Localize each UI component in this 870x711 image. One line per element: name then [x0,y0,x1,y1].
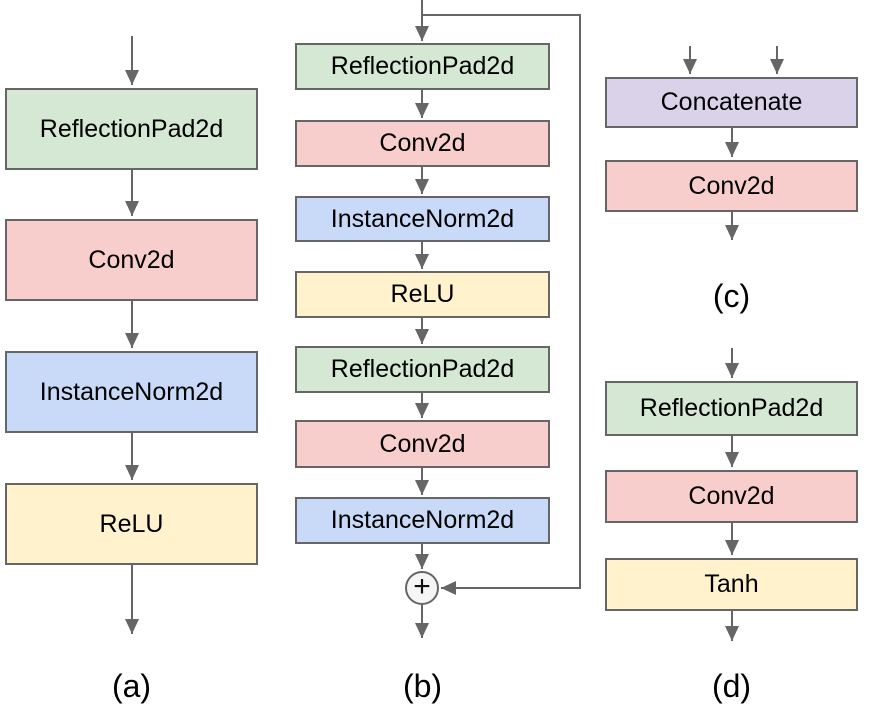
block-a-instancenorm2d: InstanceNorm2d [5,351,258,433]
block-c-concatenate: Concatenate [605,77,858,128]
block-d-reflectionpad2d: ReflectionPad2d [605,381,858,436]
add-node-plus: + [413,570,431,603]
figure-label-c: (c) [712,278,751,314]
block-b-relu: ReLU [295,271,550,318]
block-b-conv2d-2: Conv2d [295,420,550,468]
block-b-reflectionpad2d-2: ReflectionPad2d [295,346,550,393]
block-d-tanh: Tanh [605,558,858,611]
block-c-conv2d: Conv2d [605,160,858,212]
block-b-instancenorm2d-2: InstanceNorm2d [295,497,550,544]
figure-label-a: (a) [111,668,152,704]
skip-connection-line [422,14,581,595]
block-b-conv2d-1: Conv2d [295,120,550,167]
figure-label-b: (b) [402,668,443,704]
add-node-circle [405,571,439,605]
block-d-conv2d: Conv2d [605,470,858,523]
figure-label-d: (d) [711,668,752,704]
block-a-relu: ReLU [5,483,258,565]
block-a-reflectionpad2d: ReflectionPad2d [5,88,258,170]
block-b-instancenorm2d-1: InstanceNorm2d [295,196,550,242]
block-a-conv2d: Conv2d [5,219,258,301]
block-b-reflectionpad2d-1: ReflectionPad2d [295,43,550,90]
